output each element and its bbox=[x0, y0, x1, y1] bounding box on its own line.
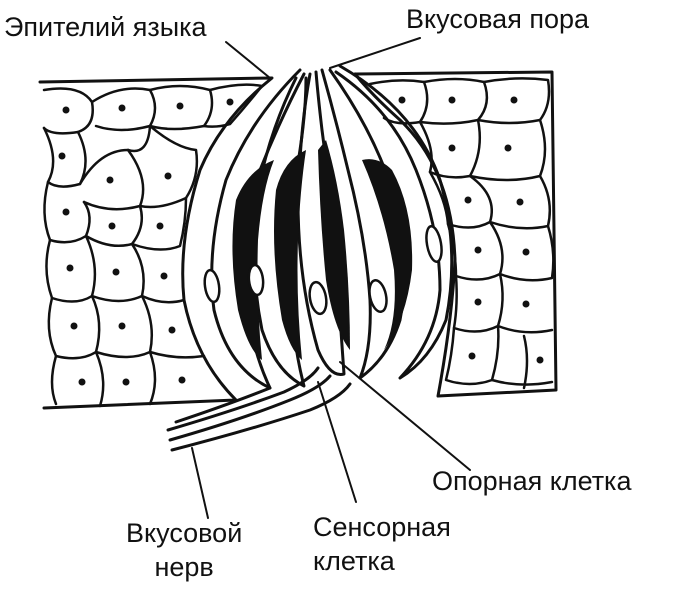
label-taste-pore: Вкусовая пора bbox=[406, 4, 589, 34]
epithelial-cells-right bbox=[368, 77, 555, 390]
label-sensory-line2: клетка bbox=[313, 546, 395, 576]
epithelium-outline bbox=[38, 70, 558, 410]
label-sensory-line1: Сенсорная bbox=[313, 512, 451, 542]
label-supporting-cell: Опорная клетка bbox=[432, 466, 632, 496]
leader-lines bbox=[191, 37, 471, 519]
label-epithelium: Эпителий языка bbox=[4, 12, 207, 42]
supporting-cell-nuclei bbox=[203, 224, 443, 316]
label-nerve-line1: Вкусовой bbox=[126, 518, 243, 548]
label-taste-nerve: Вкусовой нерв bbox=[126, 516, 242, 584]
label-sensory-cell: Сенсорная клетка bbox=[313, 510, 451, 578]
epithelial-cells-left bbox=[42, 83, 264, 408]
label-nerve-line2: нерв bbox=[154, 552, 214, 582]
sensory-cells bbox=[232, 140, 413, 360]
epithelial-nuclei bbox=[58, 96, 544, 386]
